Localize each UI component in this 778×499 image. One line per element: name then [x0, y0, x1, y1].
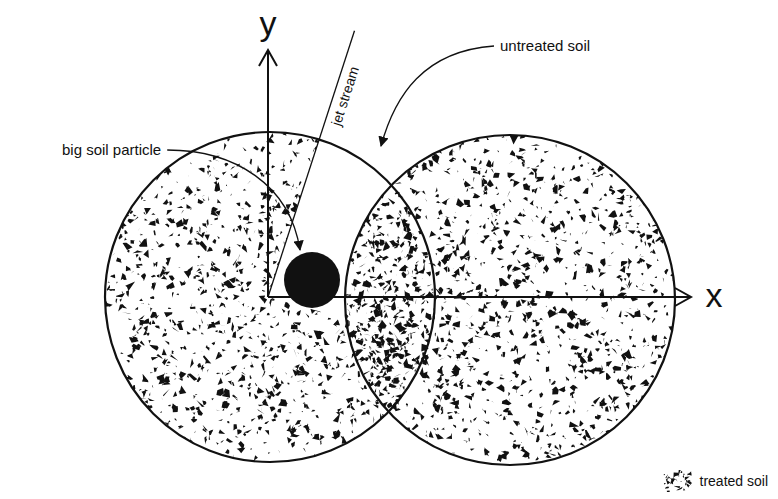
leader-line: [381, 46, 494, 146]
axis-label: x: [704, 276, 725, 315]
annotation-label: jet stream: [327, 62, 363, 129]
x-axis: [268, 296, 690, 298]
y-axis-arrow: [259, 50, 277, 66]
axis-label: y: [258, 4, 279, 43]
legend-swatch: [664, 470, 693, 495]
y-axis: [267, 52, 269, 297]
untreated-soil-wedge: [268, 88, 480, 356]
jet-column-outline: [345, 135, 675, 465]
big-soil-particle: [284, 252, 340, 308]
x-axis-arrow: [675, 288, 691, 306]
legend-text: treated soil: [698, 473, 770, 489]
annotation-label: untreated soil: [498, 37, 592, 54]
annotation-label: big soil particle: [60, 141, 163, 158]
treated-soil-right: [344, 130, 678, 467]
leader-line: [167, 150, 300, 250]
